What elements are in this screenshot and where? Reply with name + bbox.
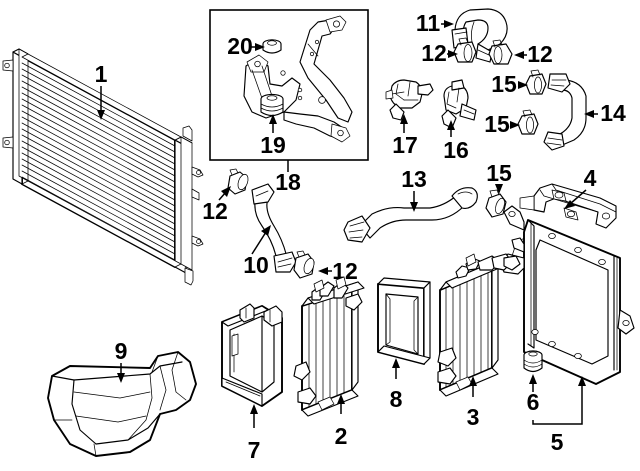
bracket-bushing-upper <box>262 39 282 54</box>
callout-8: 8 <box>390 358 403 412</box>
callout-12c: 12 <box>421 40 458 66</box>
callout-label-8: 8 <box>390 386 403 412</box>
hose-clamp-12d <box>488 39 513 65</box>
callout-label-17: 17 <box>392 132 418 158</box>
callout-label-3: 3 <box>467 404 480 430</box>
intercooler-left <box>293 276 365 417</box>
coolant-shutoff-valve <box>441 79 477 129</box>
auxiliary-water-pump <box>385 79 434 121</box>
coolant-hose-elbow <box>451 8 508 63</box>
hose-clamp-15b <box>517 109 539 135</box>
callout-18: 18 <box>275 160 301 195</box>
callout-3: 3 <box>467 376 480 430</box>
hose-clamp-12b <box>293 250 315 279</box>
upper-mounting-bracket <box>519 183 617 229</box>
intercooler-right <box>437 253 521 397</box>
lower-air-deflector <box>47 351 197 457</box>
callout-label-6: 6 <box>527 389 540 415</box>
coolant-hose-upper <box>251 183 297 273</box>
callout-6: 6 <box>527 374 540 415</box>
callout-label-15c: 15 <box>486 160 512 186</box>
callout-9: 9 <box>115 338 128 383</box>
mounting-bracket-assembly <box>243 15 353 143</box>
mounting-bushing <box>523 350 543 373</box>
callout-15c: 15 <box>486 160 512 194</box>
hose-clamp-15a <box>525 69 547 95</box>
callout-10: 10 <box>243 225 271 278</box>
callout-label-5: 5 <box>551 429 564 455</box>
callout-14: 14 <box>584 100 626 126</box>
callout-7: 7 <box>248 404 261 463</box>
radiator-fins <box>21 62 176 261</box>
callout-label-14: 14 <box>600 100 626 126</box>
coolant-hose-lower <box>343 187 478 243</box>
callout-2: 2 <box>335 394 348 449</box>
callout-15b: 15 <box>484 111 520 137</box>
callout-label-11: 11 <box>416 10 441 36</box>
callout-label-12a: 12 <box>202 198 228 224</box>
callout-5: 5 <box>532 376 586 455</box>
callout-12d: 12 <box>514 41 553 67</box>
callout-17: 17 <box>392 114 418 158</box>
callout-label-4: 4 <box>584 165 597 191</box>
hose-clamp-12a <box>227 168 249 195</box>
hose-clamp-15c <box>485 189 507 218</box>
callout-11: 11 <box>416 10 454 36</box>
callout-label-15b: 15 <box>484 111 510 137</box>
radiator-core <box>2 48 204 286</box>
callout-16: 16 <box>443 120 469 163</box>
callout-19: 19 <box>260 114 286 158</box>
callout-1: 1 <box>95 61 108 120</box>
callout-label-10: 10 <box>243 252 269 278</box>
callout-label-1: 1 <box>95 61 108 87</box>
callout-label-12c: 12 <box>421 40 447 66</box>
radiator-support-frame <box>499 205 635 385</box>
callout-4: 4 <box>564 165 597 209</box>
air-duct-seal-frame <box>377 277 431 365</box>
callout-20: 20 <box>227 33 265 59</box>
callout-label-19: 19 <box>260 132 286 158</box>
callout-label-12d: 12 <box>527 41 553 67</box>
callout-label-13: 13 <box>401 166 427 192</box>
coolant-hose-u-shaped <box>543 73 587 151</box>
callout-label-20: 20 <box>227 33 253 59</box>
callout-label-7: 7 <box>248 437 261 463</box>
air-guide-duct <box>221 303 283 407</box>
callout-12a: 12 <box>202 186 231 224</box>
callout-label-18: 18 <box>275 169 301 195</box>
callout-label-15a: 15 <box>491 71 517 97</box>
callout-13: 13 <box>401 166 427 212</box>
hose-clamp-12c <box>453 37 477 63</box>
bracket-bushing-lower <box>260 93 284 117</box>
callout-15a: 15 <box>491 71 528 97</box>
callout-label-2: 2 <box>335 423 348 449</box>
callout-label-9: 9 <box>115 338 128 364</box>
callout-label-16: 16 <box>443 137 469 163</box>
